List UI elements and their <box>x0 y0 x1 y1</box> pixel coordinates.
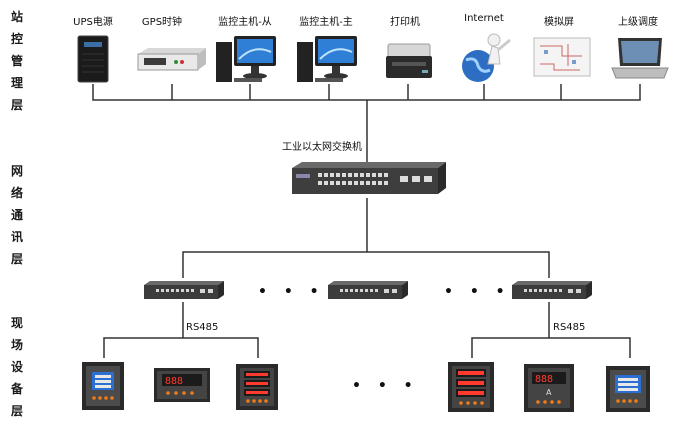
internet-icon <box>462 33 511 82</box>
device-label-ups: UPS电源 <box>73 17 113 28</box>
layer-label-station: 站控管理层 <box>10 6 24 116</box>
device-label-gps: GPS时钟 <box>141 17 183 28</box>
network-ellipsis-right: • • • <box>444 284 511 300</box>
rs485-label-right: RS485 <box>553 322 586 333</box>
power-meter-icon <box>606 366 650 412</box>
field-ellipsis: • • • <box>352 378 419 394</box>
printer-icon <box>386 43 432 78</box>
main-switch-icon <box>292 162 446 194</box>
sub-switch-icon <box>144 281 224 299</box>
sub-switch-icon <box>328 281 408 299</box>
device-label-internet: Internet <box>464 13 504 24</box>
svg-text:888: 888 <box>165 376 183 387</box>
device-label-host-slave: 监控主机-从 <box>218 17 272 28</box>
rs485-label-left: RS485 <box>186 322 219 333</box>
simulation-screen-icon <box>533 37 591 77</box>
ups-icon <box>77 35 109 83</box>
device-label-printer: 打印机 <box>390 17 420 28</box>
sub-switch-icon <box>512 281 592 299</box>
layer-text: 网络通讯层 <box>10 164 23 266</box>
power-meter-icon <box>448 362 494 412</box>
device-label-host-master: 监控主机-主 <box>299 17 353 28</box>
svg-text:888: 888 <box>535 374 553 385</box>
power-meter-icon <box>82 362 124 410</box>
layer-text: 站控管理层 <box>10 10 23 112</box>
monitor-host-icon <box>216 36 276 82</box>
power-meter-icon: 888 A <box>524 364 574 412</box>
main-switch-label: 工业以太网交换机 <box>282 142 362 153</box>
network-ellipsis-left: • • • <box>258 284 325 300</box>
power-meter-icon <box>236 364 278 410</box>
device-label-sim-screen: 模拟屏 <box>544 17 574 28</box>
power-meter-icon: 888 <box>154 368 210 402</box>
laptop-icon <box>611 38 669 79</box>
layer-label-network: 网络通讯层 <box>10 160 24 270</box>
svg-text:A: A <box>546 388 552 397</box>
layer-label-field: 现场设备层 <box>10 312 24 422</box>
gps-clock-icon <box>137 48 206 71</box>
monitor-host-icon <box>297 36 357 82</box>
layer-text: 现场设备层 <box>10 316 23 418</box>
device-label-dispatch: 上级调度 <box>618 17 658 28</box>
